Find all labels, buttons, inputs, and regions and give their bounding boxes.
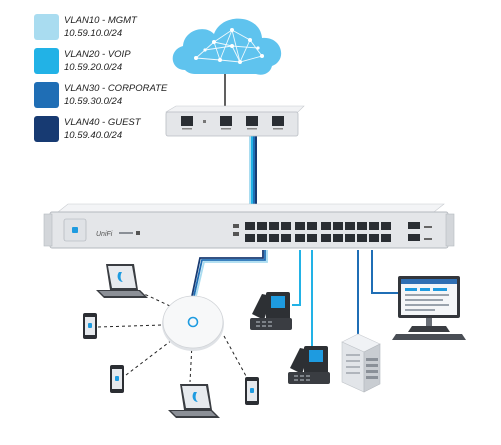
trunk-link-switch-ap <box>191 250 268 297</box>
wireless-link-phone-right <box>223 335 247 377</box>
legend-swatch-vlan20 <box>34 48 59 74</box>
wireless-link-phone-bottomleft <box>125 339 173 376</box>
legend-swatch-vlan30 <box>34 82 59 108</box>
link-switch-phone1 <box>292 250 301 306</box>
legend-label: VLAN10 - MGMT <box>64 15 137 26</box>
smartphone-icon <box>83 313 97 339</box>
legend-swatch-vlan10 <box>34 14 59 40</box>
legend-subnet: 10.59.40.0/24 <box>64 130 123 141</box>
access-point-icon <box>162 295 224 351</box>
legend-label: VLAN20 - VOIP <box>64 49 131 60</box>
wireless-link-laptop1 <box>139 291 171 307</box>
legend-swatch-vlan40 <box>34 116 59 142</box>
legend-label: VLAN30 - CORPORATE <box>64 83 168 94</box>
legend-subnet: 10.59.10.0/24 <box>64 28 123 39</box>
legend-subnet: 10.59.20.0/24 <box>64 62 123 73</box>
switch-ports <box>245 222 391 242</box>
wireless-link-phone-left <box>97 324 163 328</box>
switch-icon: UniFi <box>43 203 455 249</box>
smartphone-icon <box>245 377 259 405</box>
legend-subnet: 10.59.30.0/24 <box>64 96 123 107</box>
desktop-monitor-icon <box>392 276 466 340</box>
laptop-icon <box>96 264 148 298</box>
server-icon <box>341 333 381 393</box>
ip-phone-icon <box>288 346 330 384</box>
link-switch-desktop <box>371 250 398 294</box>
cloud-icon <box>172 18 282 75</box>
trunk-link-gateway-switch <box>249 126 257 210</box>
smartphone-icon <box>110 365 124 393</box>
ip-phone-icon <box>250 292 292 330</box>
gateway-icon <box>164 105 305 137</box>
laptop-icon <box>168 384 220 418</box>
legend-label: VLAN40 - GUEST <box>64 117 141 128</box>
link-switch-phone2 <box>311 250 320 361</box>
switch-brand: UniFi <box>96 231 113 238</box>
